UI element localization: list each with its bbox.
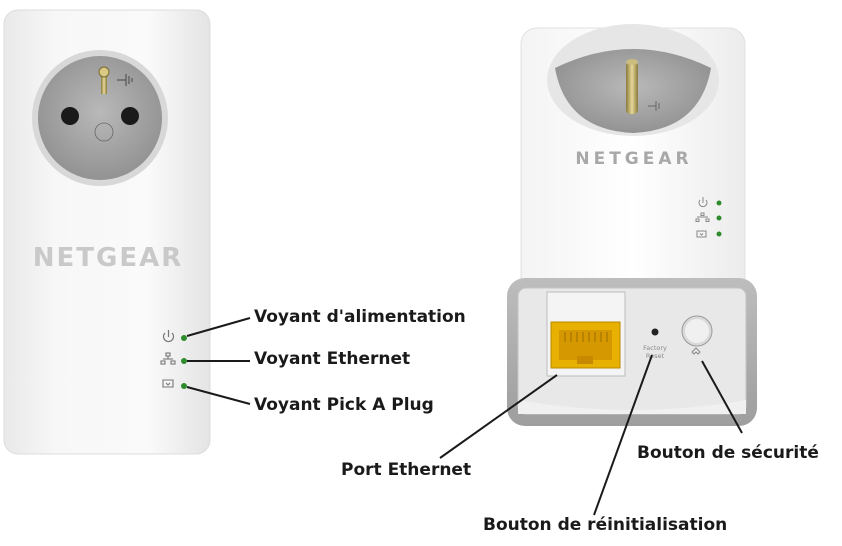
factory-reset-label-line1: Factory (643, 344, 667, 352)
callout-power-led: Voyant d'alimentation (254, 307, 466, 327)
leader-pick-a-plug-led (186, 386, 251, 405)
socket-hole-right (121, 107, 139, 125)
callout-ethernet-port: Port Ethernet (341, 460, 472, 480)
ground-symbol-icon (117, 74, 133, 86)
ethernet-icon (695, 212, 710, 222)
power-led (716, 200, 722, 206)
pick-a-plug-led (716, 231, 722, 237)
right-power-socket (547, 24, 719, 136)
leader-ethernet-port (439, 374, 558, 459)
leader-lines (186, 317, 743, 516)
ethernet-led (716, 215, 722, 221)
right-led-panel (695, 197, 722, 238)
right-device: NETGEAR (507, 24, 757, 426)
ground-symbol-icon (648, 101, 660, 111)
power-icon (698, 197, 708, 208)
ethernet-icon (160, 352, 176, 365)
power-icon (162, 330, 175, 343)
callout-reset-button: Bouton de réinitialisation (483, 515, 728, 535)
callout-pick-a-plug-led: Voyant Pick A Plug (254, 395, 434, 415)
leader-power-led (186, 317, 251, 337)
security-button[interactable] (681, 315, 713, 347)
leader-security-button (701, 360, 743, 434)
ethernet-port[interactable] (550, 321, 621, 369)
ethernet-led (181, 358, 187, 364)
factory-reset-button[interactable] (651, 328, 659, 336)
left-led-panel (160, 330, 187, 389)
callout-security-button: Bouton de sécurité (637, 443, 819, 463)
leader-reset-button (593, 354, 653, 516)
left-power-socket (32, 50, 168, 186)
right-brand-logo: NETGEAR (575, 149, 692, 169)
ground-pin (626, 62, 638, 114)
pick-a-plug-icon (696, 230, 707, 238)
pick-a-plug-icon (162, 379, 174, 388)
left-brand-logo: NETGEAR (33, 243, 184, 273)
rating-mark-icon (94, 122, 114, 142)
security-lock-icon (691, 347, 701, 355)
ground-pin (101, 68, 107, 94)
right-bottom-panel: Factory Reset (507, 278, 757, 426)
socket-hole-left (61, 107, 79, 125)
pick-a-plug-led (181, 383, 187, 389)
factory-reset-label-line2: Reset (646, 352, 665, 360)
callout-ethernet-led: Voyant Ethernet (254, 349, 411, 369)
left-device: NETGEAR (3, 9, 211, 455)
power-led (181, 335, 187, 341)
